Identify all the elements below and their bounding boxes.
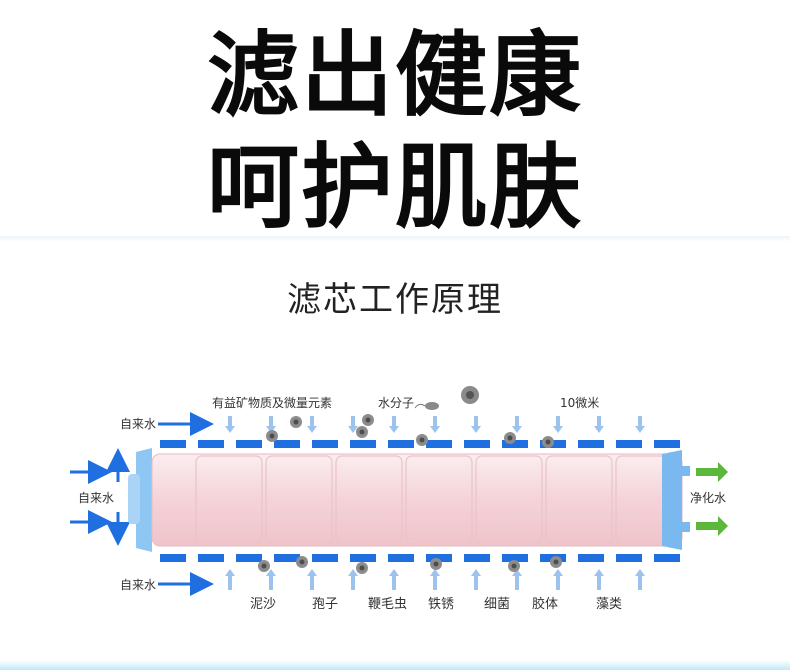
flow-arrow-down [348,416,358,433]
flow-arrow-up [594,569,604,590]
impurity-particle-icon [258,560,270,572]
flow-arrow-down [512,416,522,433]
flow-arrow-up [635,569,645,590]
flow-arrow-down [307,416,317,433]
channel-dash [502,554,528,562]
impurity-labels: 泥沙 孢子 鞭毛虫 铁锈 细菌 胶体 藻类 [250,596,622,612]
channel-dash [578,440,604,448]
impurity-particle-icon [296,556,308,568]
impurity-label: 细菌 [484,597,510,612]
channel-dash [160,554,186,562]
channel-dash [274,440,300,448]
channel-dash [198,554,224,562]
outlet-label: 净化水 [690,491,726,505]
bottom-inlet-label: 自来水 [120,578,156,592]
bottom-flow-channel [160,554,680,562]
flow-arrow-up [553,569,563,590]
channel-dash [616,440,642,448]
flow-arrow-up [512,569,522,590]
flagellate-icon [414,402,439,410]
flow-arrow-up [307,569,317,590]
outlet-arrow-lower [696,516,728,536]
headline-line-2: 呵护肌肤 [206,134,583,241]
impurity-label: 鞭毛虫 [368,597,407,612]
flow-arrow-down [553,416,563,433]
flow-arrow-up [471,569,481,590]
flow-arrow-down [594,416,604,433]
headline-line-1: 滤出健康 [206,22,583,129]
flow-arrow-down [471,416,481,433]
channel-dash [312,440,338,448]
top-inlet-label: 自来水 [120,417,156,431]
impurity-particle-icon [266,430,278,442]
filter-segment [475,455,543,545]
impurity-particle-icon [508,560,520,572]
flow-arrow-down [266,416,276,433]
impurity-particle-icon [416,434,428,446]
flow-arrow-down [225,416,235,433]
channel-dash [160,440,186,448]
channel-dash [236,554,262,562]
channel-dash [464,554,490,562]
impurity-particles [258,414,562,574]
flow-arrow-up [348,569,358,590]
channel-dash [654,554,680,562]
channel-dash [426,554,452,562]
impurity-label: 孢子 [312,597,338,612]
impurity-particle-icon [542,436,554,448]
divider-band [0,236,790,242]
filter-segment [265,455,333,545]
impurity-particle-icon [362,414,374,426]
channel-dash [274,554,300,562]
channel-dash [464,440,490,448]
impurity-label: 胶体 [532,596,558,612]
flow-arrow-up [225,569,235,590]
impurity-label: 藻类 [596,597,622,612]
channel-dash [502,440,528,448]
label-water-molecule: 水分子 [378,396,414,410]
top-flow-arrows [225,416,645,433]
filter-segment [545,455,613,545]
channel-dash [654,440,680,448]
flow-arrow-up [430,569,440,590]
filter-left-cap [136,448,152,552]
flow-arrow-up [389,569,399,590]
channel-dash [616,554,642,562]
channel-dash [388,440,414,448]
flow-arrow-up [266,569,276,590]
channel-dash [426,440,452,448]
filter-principle-diagram: 有益矿物质及微量元素 水分子 10微米 自来水 自来水 自来水 净化水 [70,386,728,612]
channel-dash [578,554,604,562]
impurity-label: 泥沙 [250,597,276,612]
outlet-arrow-upper [696,462,728,482]
filter-cartridge [128,448,690,552]
flow-arrow-down [389,416,399,433]
channel-dash [312,554,338,562]
label-micron: 10微米 [560,396,599,410]
bottom-strip [0,660,790,670]
bottom-flow-arrows [225,569,645,590]
bacteria-icon [461,386,479,404]
impurity-particle-icon [504,432,516,444]
filter-right-cap [662,450,682,550]
flow-arrow-down [430,416,440,433]
channel-dash [388,554,414,562]
channel-dash [236,440,262,448]
section-title: 滤芯工作原理 [287,280,503,320]
impurity-particle-icon [356,426,368,438]
channel-dash [350,440,376,448]
flow-arrow-down [635,416,645,433]
impurity-particle-icon [290,416,302,428]
filter-segment [335,455,403,545]
filter-segment [195,455,263,545]
left-inlet-label: 自来水 [78,491,114,505]
channel-dash [198,440,224,448]
impurity-particle-icon [356,562,368,574]
impurity-particle-icon [430,558,442,570]
channel-dash [350,554,376,562]
filter-segment [405,455,473,545]
impurity-label: 铁锈 [428,597,454,612]
label-minerals: 有益矿物质及微量元素 [212,396,332,410]
impurity-particle-icon [550,556,562,568]
